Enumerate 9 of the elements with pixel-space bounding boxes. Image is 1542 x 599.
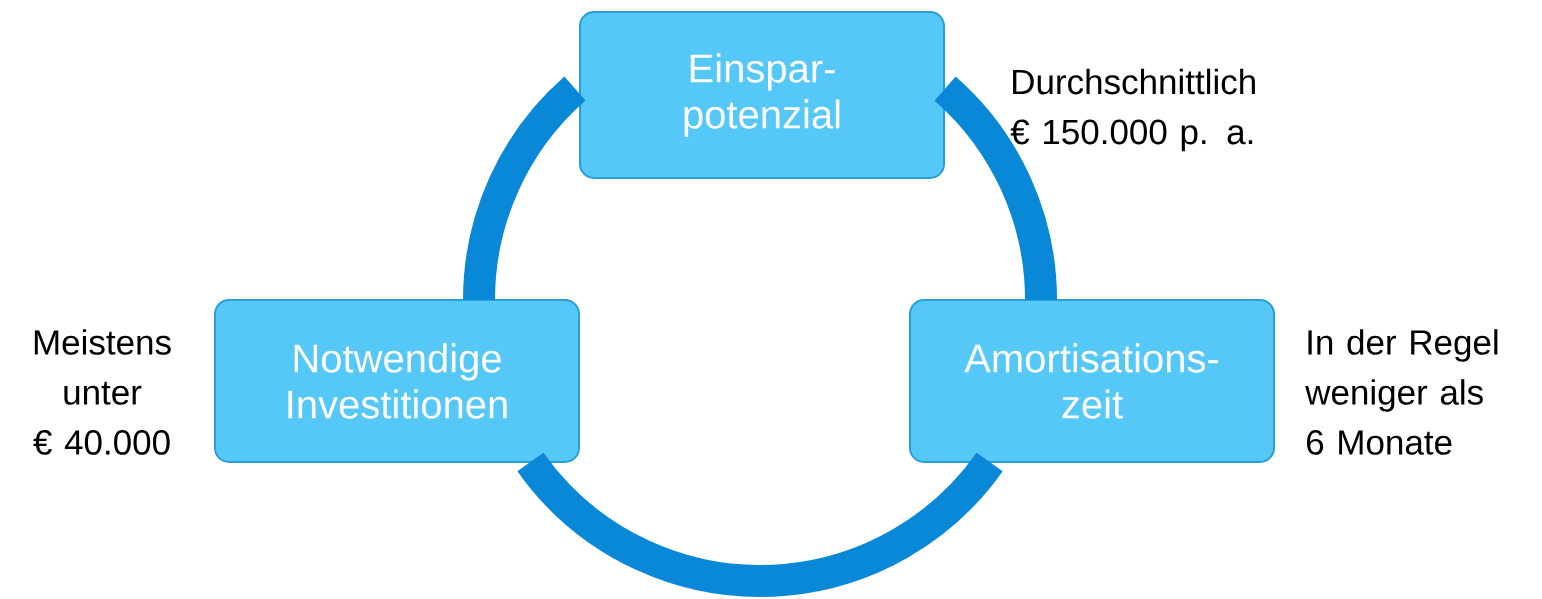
process-box: Notwendige Investitionen xyxy=(214,299,580,463)
note-text: In der Regel weniger als 6 Monate xyxy=(1305,329,1498,455)
ring-arc xyxy=(934,76,1057,301)
note-text: Meistens unter € 40.000 xyxy=(33,329,171,455)
ring-arc xyxy=(463,76,586,301)
ring-arc xyxy=(517,452,1003,597)
process-box: Amortisations- zeit xyxy=(909,299,1275,463)
process-box: Einspar- potenzial xyxy=(579,11,945,179)
note-text: Durchschnittlich € 150.000 p. a. xyxy=(1010,68,1255,152)
